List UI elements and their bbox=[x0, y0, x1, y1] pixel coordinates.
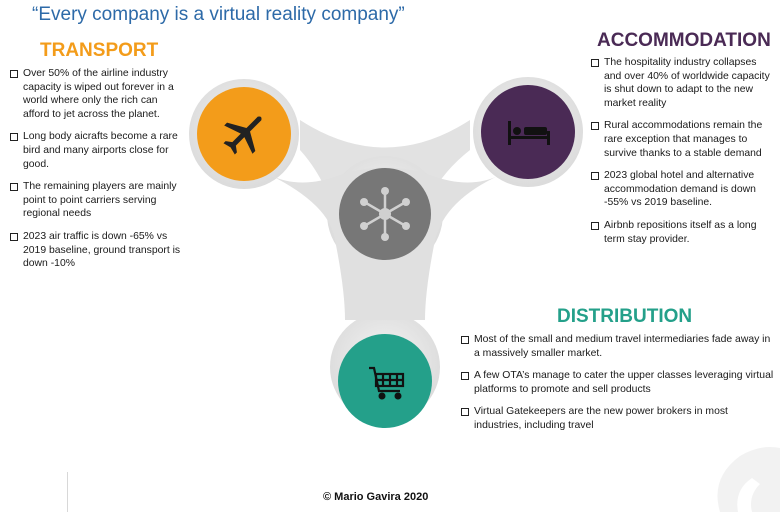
transport-bullet-list: Over 50% of the airline industry capacit… bbox=[9, 67, 185, 280]
watermark-logo bbox=[717, 447, 780, 512]
network-icon bbox=[360, 187, 410, 241]
accommodation-bullet-list: The hospitality industry collapses and o… bbox=[590, 56, 774, 255]
airplane-icon bbox=[223, 116, 262, 155]
distribution-bullet: Virtual Gatekeepers are the new power br… bbox=[460, 405, 778, 432]
transport-bullet: The remaining players are mainly point t… bbox=[9, 180, 185, 221]
distribution-node bbox=[338, 334, 432, 428]
distribution-bullet-list: Most of the small and medium travel inte… bbox=[460, 333, 778, 442]
distribution-bullet: A few OTA’s manage to cater the upper cl… bbox=[460, 369, 778, 396]
accommodation-bullet: The hospitality industry collapses and o… bbox=[590, 56, 774, 110]
copyright-footer: © Mario Gavira 2020 bbox=[323, 491, 429, 503]
transport-heading: TRANSPORT bbox=[40, 40, 159, 61]
bed-icon bbox=[508, 121, 550, 145]
transport-bullet: Over 50% of the airline industry capacit… bbox=[9, 67, 185, 121]
center-node bbox=[339, 168, 431, 260]
divider-line bbox=[67, 472, 68, 512]
transport-bullet: 2023 air traffic is down -65% vs 2019 ba… bbox=[9, 230, 185, 271]
distribution-heading: DISTRIBUTION bbox=[557, 306, 693, 327]
transport-node bbox=[197, 87, 291, 181]
shopping-cart-icon bbox=[369, 366, 405, 400]
headline-quote: “Every company is a virtual reality comp… bbox=[32, 4, 405, 25]
transport-bullet: Long body aicrafts become a rare bird an… bbox=[9, 130, 185, 171]
distribution-bullet: Most of the small and medium travel inte… bbox=[460, 333, 778, 360]
accommodation-bullet: 2023 global hotel and alternative accomm… bbox=[590, 169, 774, 210]
accommodation-heading: ACCOMMODATION bbox=[597, 30, 771, 51]
accommodation-bullet: Rural accommodations remain the rare exc… bbox=[590, 119, 774, 160]
accommodation-bullet: Airbnb repositions itself as a long term… bbox=[590, 219, 774, 246]
accommodation-node bbox=[481, 85, 575, 179]
